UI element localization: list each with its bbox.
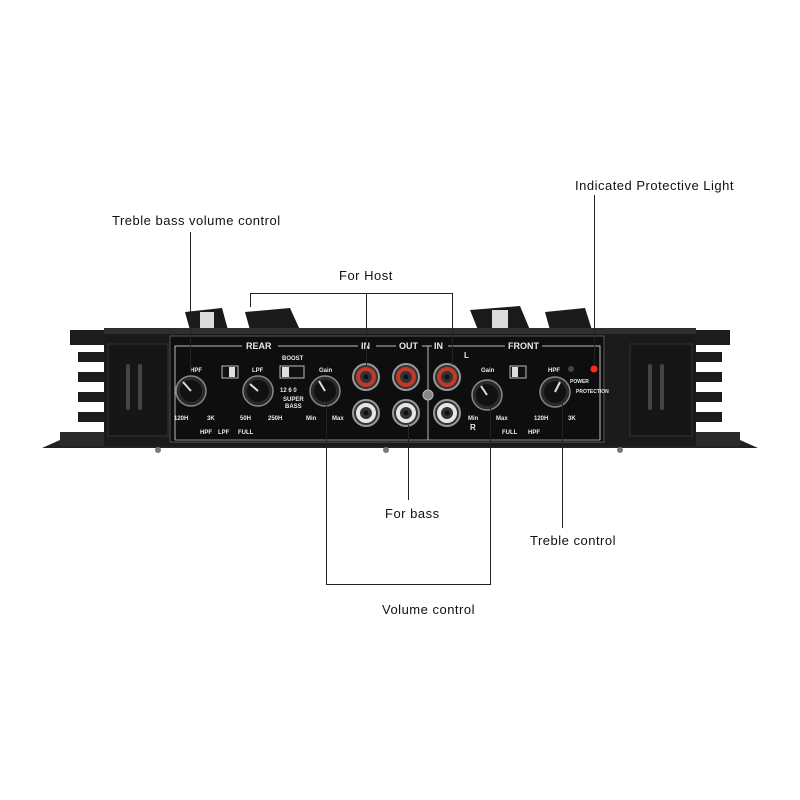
callout-for-host: For Host <box>339 268 393 283</box>
label-250h: 250H <box>268 416 282 422</box>
callout-protective-light: Indicated Protective Light <box>575 178 734 193</box>
rca-jacks[interactable] <box>352 363 461 427</box>
label-in-1: IN <box>361 341 370 351</box>
label-protection: PROTECTION <box>576 389 609 395</box>
label-out: OUT <box>399 341 419 351</box>
label-boost-nums: 12 6 0 <box>280 388 297 394</box>
heatsink-left <box>70 330 110 422</box>
label-r: R <box>470 423 476 432</box>
label-lpf-2: LPF <box>252 368 264 374</box>
label-hpf-2: HPF <box>200 430 212 436</box>
leader-volume-left <box>326 404 327 585</box>
power-led <box>568 366 574 372</box>
callout-treble-control: Treble control <box>530 533 616 548</box>
label-super: SUPER <box>283 397 304 403</box>
knob-lpf-rear[interactable] <box>242 375 274 407</box>
knob-hpf-front[interactable] <box>539 376 571 408</box>
label-max-2: Max <box>496 416 508 422</box>
label-120h-2: 120H <box>534 416 548 422</box>
label-boost: BOOST <box>282 356 304 362</box>
callout-treble-bass-volume: Treble bass volume control <box>112 213 281 228</box>
label-full-2: FULL <box>502 430 518 436</box>
label-full-1: FULL <box>238 430 254 436</box>
label-max-1: Max <box>332 416 344 422</box>
label-lpf-1: LPF <box>218 430 230 436</box>
protection-led <box>590 365 598 373</box>
label-3k-2: 3K <box>568 416 576 422</box>
label-hpf-4: HPF <box>528 430 540 436</box>
heatsink-right <box>690 330 730 422</box>
leader-host-right <box>452 293 453 365</box>
label-in-2: IN <box>434 341 443 351</box>
knob-gain-front[interactable] <box>471 379 503 411</box>
label-hpf-1: HPF <box>190 368 202 374</box>
label-gain-2: Gain <box>481 368 495 374</box>
leader-volume-bottom <box>326 584 491 585</box>
label-min-2: Min <box>468 416 479 422</box>
label-l: L <box>464 351 469 360</box>
leader-treble <box>562 404 563 528</box>
leader-volume-right <box>490 406 491 585</box>
callout-volume-control: Volume control <box>382 602 475 617</box>
leader-host-mid <box>366 293 367 365</box>
leader-host-left <box>250 293 251 307</box>
label-power: POWER <box>570 379 589 385</box>
label-hpf-3: HPF <box>548 368 560 374</box>
label-gain-1: Gain <box>319 368 333 374</box>
leader-bass <box>408 425 409 500</box>
leader-protective-light <box>594 195 595 365</box>
label-120h-1: 120H <box>174 416 188 422</box>
leader-host-top <box>250 293 453 294</box>
callout-for-bass: For bass <box>385 506 440 521</box>
label-bass: BASS <box>285 404 302 410</box>
control-panel <box>169 335 605 443</box>
label-3k-1: 3K <box>207 416 215 422</box>
label-min-1: Min <box>306 416 317 422</box>
label-rear: REAR <box>246 341 272 351</box>
label-front: FRONT <box>508 341 539 351</box>
leader-treble-bass <box>190 232 191 374</box>
top-fins <box>185 306 592 330</box>
label-50h: 50H <box>240 416 251 422</box>
knob-gain-rear[interactable] <box>309 375 341 407</box>
knob-hpf-rear[interactable] <box>175 375 207 407</box>
